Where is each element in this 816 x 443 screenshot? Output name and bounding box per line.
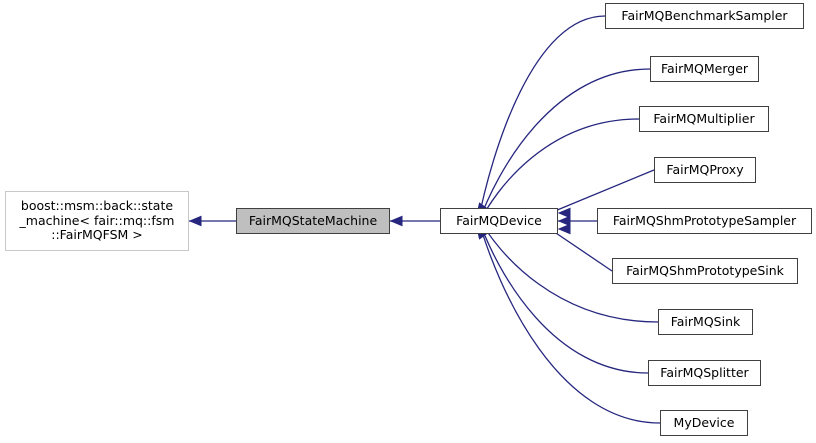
edge-arrowhead xyxy=(188,215,202,227)
class-node-my-device[interactable]: MyDevice xyxy=(660,410,748,436)
inheritance-edge-fairmq-state-machine-to-boost-state-machine xyxy=(181,215,236,227)
class-node-boost-state-machine[interactable]: boost::msm::back::state_machine< fair::m… xyxy=(5,191,189,251)
class-node-label: FairMQMerger xyxy=(660,61,749,76)
class-node-fairmq-merger[interactable]: FairMQMerger xyxy=(650,56,759,82)
class-node-fairmq-benchmark-sampler[interactable]: FairMQBenchmarkSampler xyxy=(605,3,804,29)
inheritance-edge-my-device-to-fairmq-device xyxy=(476,202,661,424)
edge-arrowhead xyxy=(557,215,571,227)
class-node-label: FairMQSink xyxy=(670,314,741,329)
edge-line xyxy=(476,214,661,424)
edge-line xyxy=(476,214,649,374)
edge-line xyxy=(476,15,606,228)
class-node-fairmq-state-machine[interactable]: FairMQStateMachine xyxy=(236,208,390,234)
class-node-label: FairMQDevice xyxy=(456,213,542,228)
edge-arrowhead xyxy=(557,207,571,219)
edge-arrowhead xyxy=(389,215,403,227)
class-node-fairmq-sink[interactable]: FairMQSink xyxy=(658,309,753,335)
class-node-label: FairMQSplitter xyxy=(660,365,749,380)
class-node-fairmq-shm-prototype-sink[interactable]: FairMQShmPrototypeSink xyxy=(612,258,798,284)
inheritance-edge-fairmq-device-to-fairmq-state-machine xyxy=(382,215,440,227)
class-node-label: FairMQShmPrototypeSampler xyxy=(612,213,797,228)
class-node-fairmq-splitter[interactable]: FairMQSplitter xyxy=(648,360,761,386)
class-node-label: MyDevice xyxy=(673,415,735,430)
class-node-label: FairMQStateMachine xyxy=(248,213,378,228)
class-node-label: boost::msm::back::state_machine< fair::m… xyxy=(20,199,175,243)
inheritance-edge-fairmq-shm-prototype-sink-to-fairmq-device xyxy=(549,223,613,272)
class-node-label-line: _machine< fair::mq::fsm xyxy=(19,212,175,228)
class-node-fairmq-device[interactable]: FairMQDevice xyxy=(440,208,558,234)
class-node-label: FairMQMultiplier xyxy=(653,111,755,126)
class-node-fairmq-proxy[interactable]: FairMQProxy xyxy=(654,157,756,183)
class-node-fairmq-shm-prototype-sampler[interactable]: FairMQShmPrototypeSampler xyxy=(597,208,812,234)
edge-line xyxy=(476,68,651,228)
class-node-fairmq-multiplier[interactable]: FairMQMultiplier xyxy=(639,106,769,132)
class-node-label: FairMQProxy xyxy=(666,162,744,177)
edge-line xyxy=(549,169,655,214)
class-node-label-line: boost::msm::back::state xyxy=(20,198,174,214)
class-node-label-line: ::FairMQFSM > xyxy=(51,227,143,243)
inheritance-edge-fairmq-proxy-to-fairmq-device xyxy=(549,169,655,219)
class-node-label: FairMQShmPrototypeSink xyxy=(626,263,784,278)
edge-line xyxy=(549,228,613,272)
class-node-label: FairMQBenchmarkSampler xyxy=(621,8,788,23)
edge-arrowhead xyxy=(557,223,571,235)
